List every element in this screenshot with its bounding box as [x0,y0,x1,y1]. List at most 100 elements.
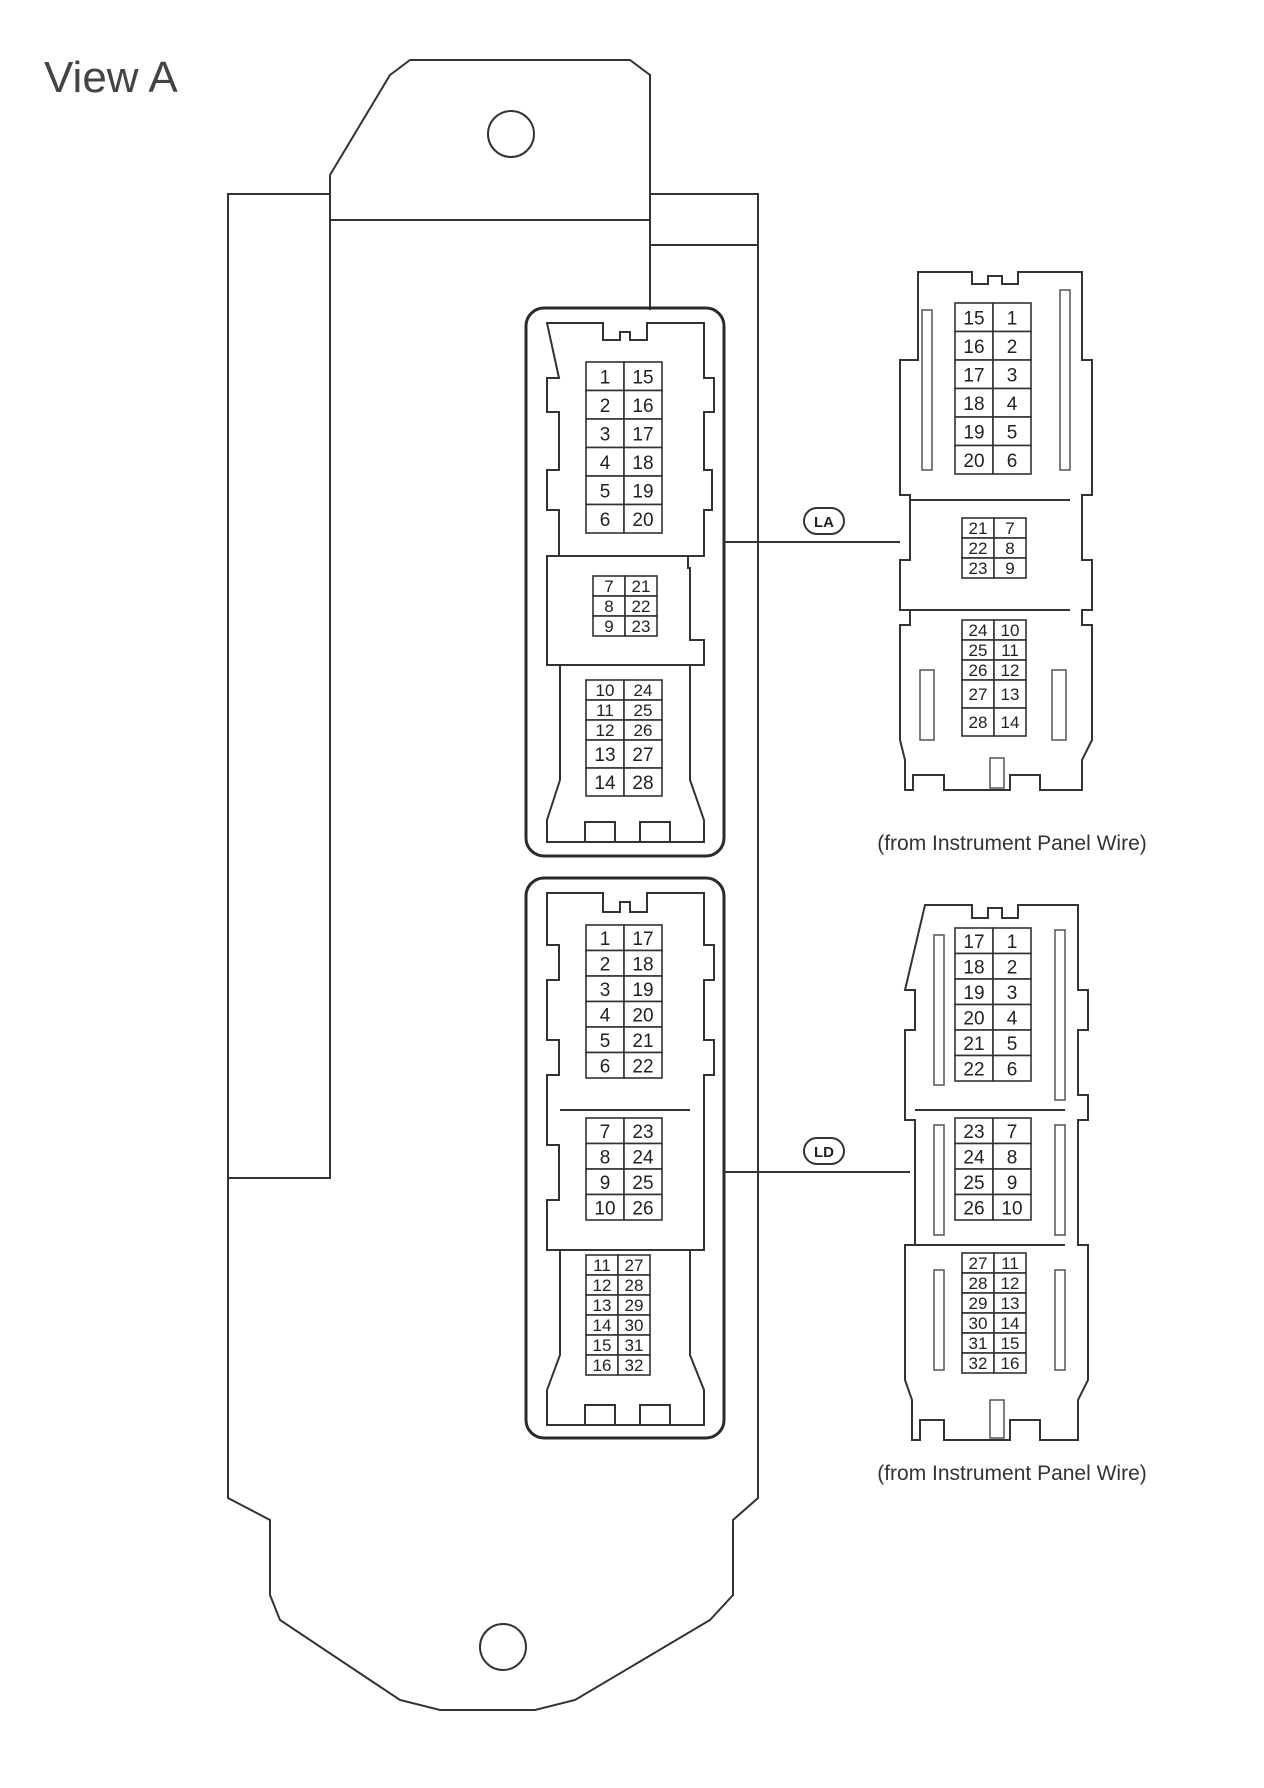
pin-cell [992,952,1032,980]
pin-number: 6 [600,1056,611,1077]
pin-number: 30 [625,1316,644,1335]
pin-number: 31 [969,1334,988,1353]
pin-number: 9 [600,1173,611,1194]
pin-number: 12 [1001,1274,1020,1293]
pin-number: 10 [1001,1198,1022,1219]
pin-cell [993,557,1027,579]
pin-number: 16 [593,1356,612,1375]
pin-number: 29 [969,1294,988,1313]
pin-number: 13 [1001,685,1020,704]
pin-number: 16 [1001,1354,1020,1373]
pin-number: 26 [969,661,988,680]
pin-number: 14 [594,773,616,794]
pin-number: 30 [969,1314,988,1333]
connector-caption-ld: (from Instrument Panel Wire) [877,1462,1147,1485]
pin-number: 19 [963,422,984,443]
pin-cell [585,1000,625,1028]
pin-number: 28 [632,773,653,794]
pin-number: 22 [632,597,651,616]
pin-cell [623,1142,663,1170]
pin-cell [623,739,663,769]
pin-number: 7 [1005,519,1014,538]
pin-number: 6 [600,510,611,531]
svg-text:LA: LA [814,514,834,531]
pin-cell [954,416,994,447]
upper-mounting-hole [487,110,535,158]
pin-number: 25 [969,641,988,660]
pin-number: 17 [632,929,653,950]
pin-number: 23 [963,1122,984,1143]
pin-number: 27 [625,1256,644,1275]
pin-number: 5 [1007,1034,1018,1055]
pin-number: 4 [600,1005,611,1026]
pin-number: 10 [1001,621,1020,640]
pin-cell [954,1193,994,1221]
pin-number: 32 [625,1356,644,1375]
pin-number: 28 [625,1276,644,1295]
svg-text:LD: LD [814,1144,834,1161]
pin-number: 14 [1001,1314,1020,1333]
pin-number: 19 [632,980,653,1001]
pin-cell [623,475,663,506]
pin-number: 23 [969,559,988,578]
pin-number: 27 [632,745,653,766]
pin-number: 25 [963,1173,984,1194]
pin-number: 17 [963,932,984,953]
pin-cell [993,1352,1027,1374]
pin-number: 2 [600,954,611,975]
pin-number: 8 [1005,539,1014,558]
connector-code-la: LA [803,507,845,535]
pin-number: 4 [1007,1008,1018,1029]
pin-cell [623,1026,663,1054]
pin-cell [954,1168,994,1196]
pin-number: 5 [600,1031,611,1052]
pin-number: 15 [632,367,653,388]
pin-number: 21 [632,1031,653,1052]
pin-number: 12 [1001,661,1020,680]
ecu-connector-ld-housing [524,876,726,1440]
pin-number: 23 [632,617,651,636]
pin-number: 11 [593,1256,611,1275]
pin-number: 10 [596,681,615,700]
pin-number: 11 [596,701,614,720]
pin-number: 32 [969,1354,988,1373]
pin-cell [954,359,994,390]
harness-connector-la-housing [899,271,1093,791]
pin-number: 26 [632,1198,653,1219]
pin-cell [623,924,663,952]
pin-number: 16 [963,337,984,358]
pin-number: 26 [963,1198,984,1219]
pin-number: 19 [963,983,984,1004]
pin-cell [623,503,663,534]
pin-cell [585,389,625,420]
pin-number: 24 [969,621,988,640]
pin-number: 18 [963,394,984,415]
pin-cell [992,359,1032,390]
pin-cell [992,1003,1032,1031]
pin-number: 27 [969,1254,988,1273]
pin-cell [954,978,994,1006]
pin-cell [992,1193,1032,1221]
pin-number: 2 [1007,957,1018,978]
pin-number: 1 [600,929,611,950]
pin-cell [992,330,1032,361]
pin-cell [585,361,625,392]
pin-number: 18 [963,957,984,978]
pin-number: 29 [625,1296,644,1315]
harness-connector-ld-housing [903,904,1089,1441]
pin-number: 20 [632,1005,653,1026]
pin-number: 15 [963,308,984,329]
pin-number: 31 [625,1336,644,1355]
pin-number: 17 [632,424,653,445]
pin-cell [585,503,625,534]
